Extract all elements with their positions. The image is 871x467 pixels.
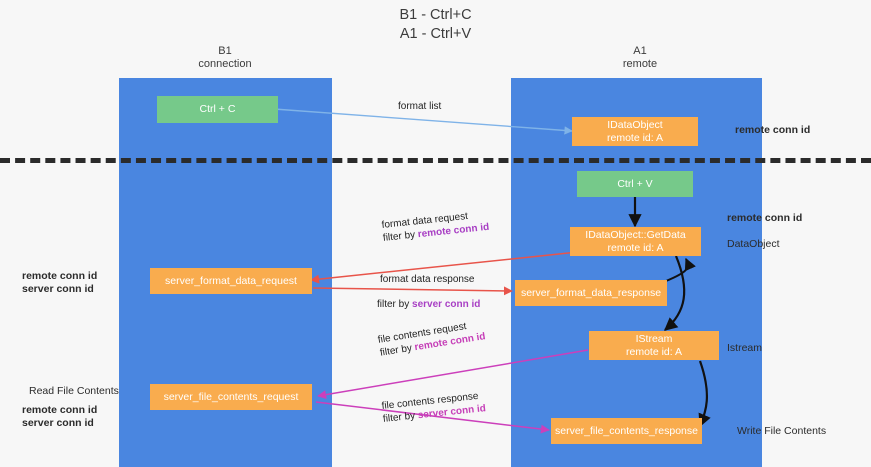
- filter-key-server-conn-id: server conn id: [412, 299, 481, 310]
- box-getdata[interactable]: IDataObject::GetData remote id: A: [570, 227, 701, 256]
- box-server-format-data-request[interactable]: server_format_data_request: [150, 268, 312, 294]
- box-istream[interactable]: IStream remote id: A: [589, 331, 719, 360]
- box-getdata-sub: remote id: A: [607, 241, 664, 254]
- box-idataobject[interactable]: IDataObject remote id: A: [572, 117, 698, 146]
- column-header-b1-name: B1: [218, 45, 232, 57]
- box-ctrl-v-label: Ctrl + V: [617, 177, 653, 190]
- box-ctrl-c[interactable]: Ctrl + C: [157, 96, 278, 123]
- edge-label-format-data-response-title: format data response: [380, 274, 475, 285]
- box-server-format-data-response-label: server_format_data_response: [520, 286, 662, 299]
- box-server-file-contents-response-label: server_file_contents_response: [554, 424, 698, 437]
- box-ctrl-v[interactable]: Ctrl + V: [577, 171, 693, 197]
- annotation-read-file-contents: Read File Contents: [29, 385, 119, 397]
- annotation-istream: Istream: [727, 342, 763, 354]
- box-idataobject-sub: remote id: A: [606, 131, 664, 144]
- column-header-a1-name: A1: [633, 45, 647, 57]
- box-ctrl-c-label: Ctrl + C: [199, 103, 236, 116]
- box-istream-label: IStream: [635, 333, 673, 345]
- column-header-b1-role: connection: [198, 58, 252, 70]
- box-getdata-label: IDataObject::GetData: [585, 229, 686, 241]
- filter-prefix: filter by: [382, 410, 419, 425]
- annotation-remote-conn-id-top: remote conn id: [735, 124, 811, 136]
- annotation-left-server-conn-id-mid: server conn id: [22, 283, 94, 295]
- column-header-a1-role: remote: [622, 58, 658, 70]
- annotation-remote-conn-id-mid: remote conn id: [727, 212, 803, 224]
- filter-prefix: filter by: [377, 299, 413, 310]
- annotation-write-file-contents: Write File Contents: [737, 425, 827, 437]
- title-line-2: A1 - Ctrl+V: [399, 26, 472, 42]
- box-istream-sub: remote id: A: [625, 345, 683, 358]
- edge-label-file-contents-response: file contents response filter by server …: [381, 389, 487, 426]
- box-idataobject-label: IDataObject: [607, 119, 663, 131]
- section-divider: [0, 158, 871, 163]
- diagram-title: B1 - Ctrl+C A1 - Ctrl+V: [0, 6, 871, 44]
- box-server-file-contents-response[interactable]: server_file_contents_response: [551, 418, 702, 444]
- annotation-left-remote-conn-id-mid: remote conn id: [22, 270, 98, 282]
- edge-label-format-data-request: format data request filter by remote con…: [381, 208, 490, 245]
- filter-prefix: filter by: [382, 229, 419, 244]
- title-line-1: B1 - Ctrl+C: [399, 7, 472, 23]
- annotation-left-remote-conn-id-bottom: remote conn id: [22, 404, 98, 416]
- filter-prefix: filter by: [379, 342, 416, 359]
- edge-label-format-data-response-filter: filter by server conn id: [377, 298, 480, 311]
- box-server-format-data-request-label: server_format_data_request: [165, 274, 297, 287]
- box-server-file-contents-request[interactable]: server_file_contents_request: [150, 384, 312, 410]
- box-server-file-contents-request-label: server_file_contents_request: [163, 390, 299, 403]
- column-header-b1: B1 connection: [150, 45, 300, 71]
- column-header-a1: A1 remote: [565, 45, 715, 71]
- annotation-left-server-conn-id-bottom: server conn id: [22, 417, 94, 429]
- edge-label-file-contents-request: file contents request filter by remote c…: [377, 317, 486, 359]
- edge-label-format-list: format list: [398, 101, 442, 112]
- annotation-dataobject: DataObject: [727, 238, 780, 250]
- box-server-format-data-response[interactable]: server_format_data_response: [515, 280, 667, 306]
